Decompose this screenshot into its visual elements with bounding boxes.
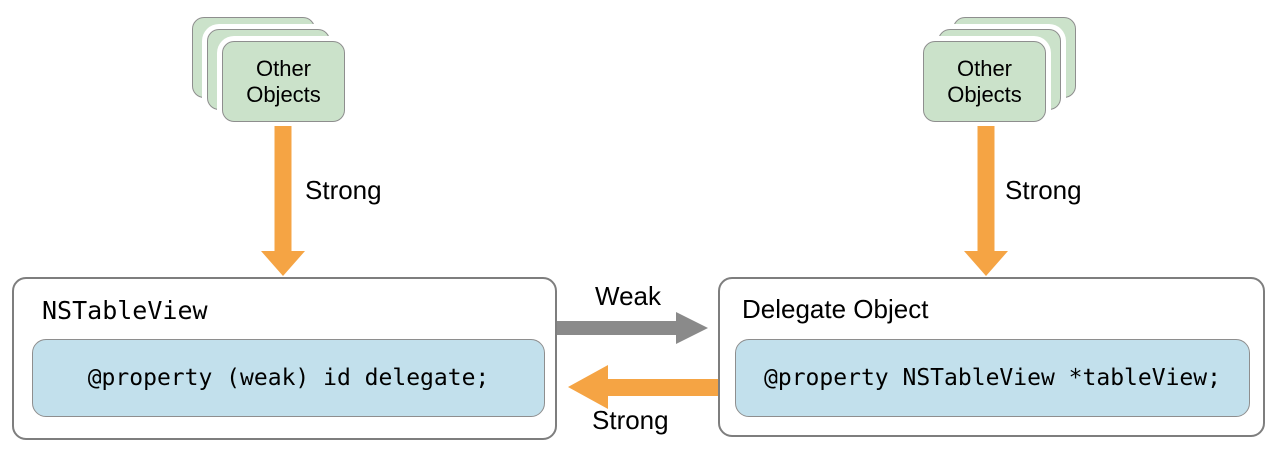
nstableview-title: NSTableView bbox=[42, 296, 208, 325]
nstableview-box: NSTableView @property (weak) id delegate… bbox=[12, 277, 557, 440]
strong-down-arrow-right bbox=[964, 126, 1008, 276]
strong-down-arrow-left bbox=[261, 126, 305, 276]
strong-label-left: Strong bbox=[305, 175, 382, 205]
delegate-object-box: Delegate Object @property NSTableView *t… bbox=[718, 277, 1265, 437]
other-objects-label: Other Objects bbox=[246, 55, 321, 107]
tableview-property-code: @property NSTableView *tableView; bbox=[735, 339, 1250, 417]
strong-label-right: Strong bbox=[1005, 175, 1082, 205]
weak-label: Weak bbox=[595, 281, 661, 311]
other-objects-card-right: Other Objects bbox=[923, 41, 1046, 122]
strong-label-back: Strong bbox=[592, 405, 669, 435]
other-objects-label: Other Objects bbox=[947, 55, 1022, 107]
delegate-object-title: Delegate Object bbox=[742, 294, 929, 324]
strong-left-arrow bbox=[568, 365, 718, 409]
delegate-property-code: @property (weak) id delegate; bbox=[32, 339, 545, 417]
other-objects-card-left: Other Objects bbox=[222, 41, 345, 122]
weak-right-arrow bbox=[557, 312, 708, 344]
